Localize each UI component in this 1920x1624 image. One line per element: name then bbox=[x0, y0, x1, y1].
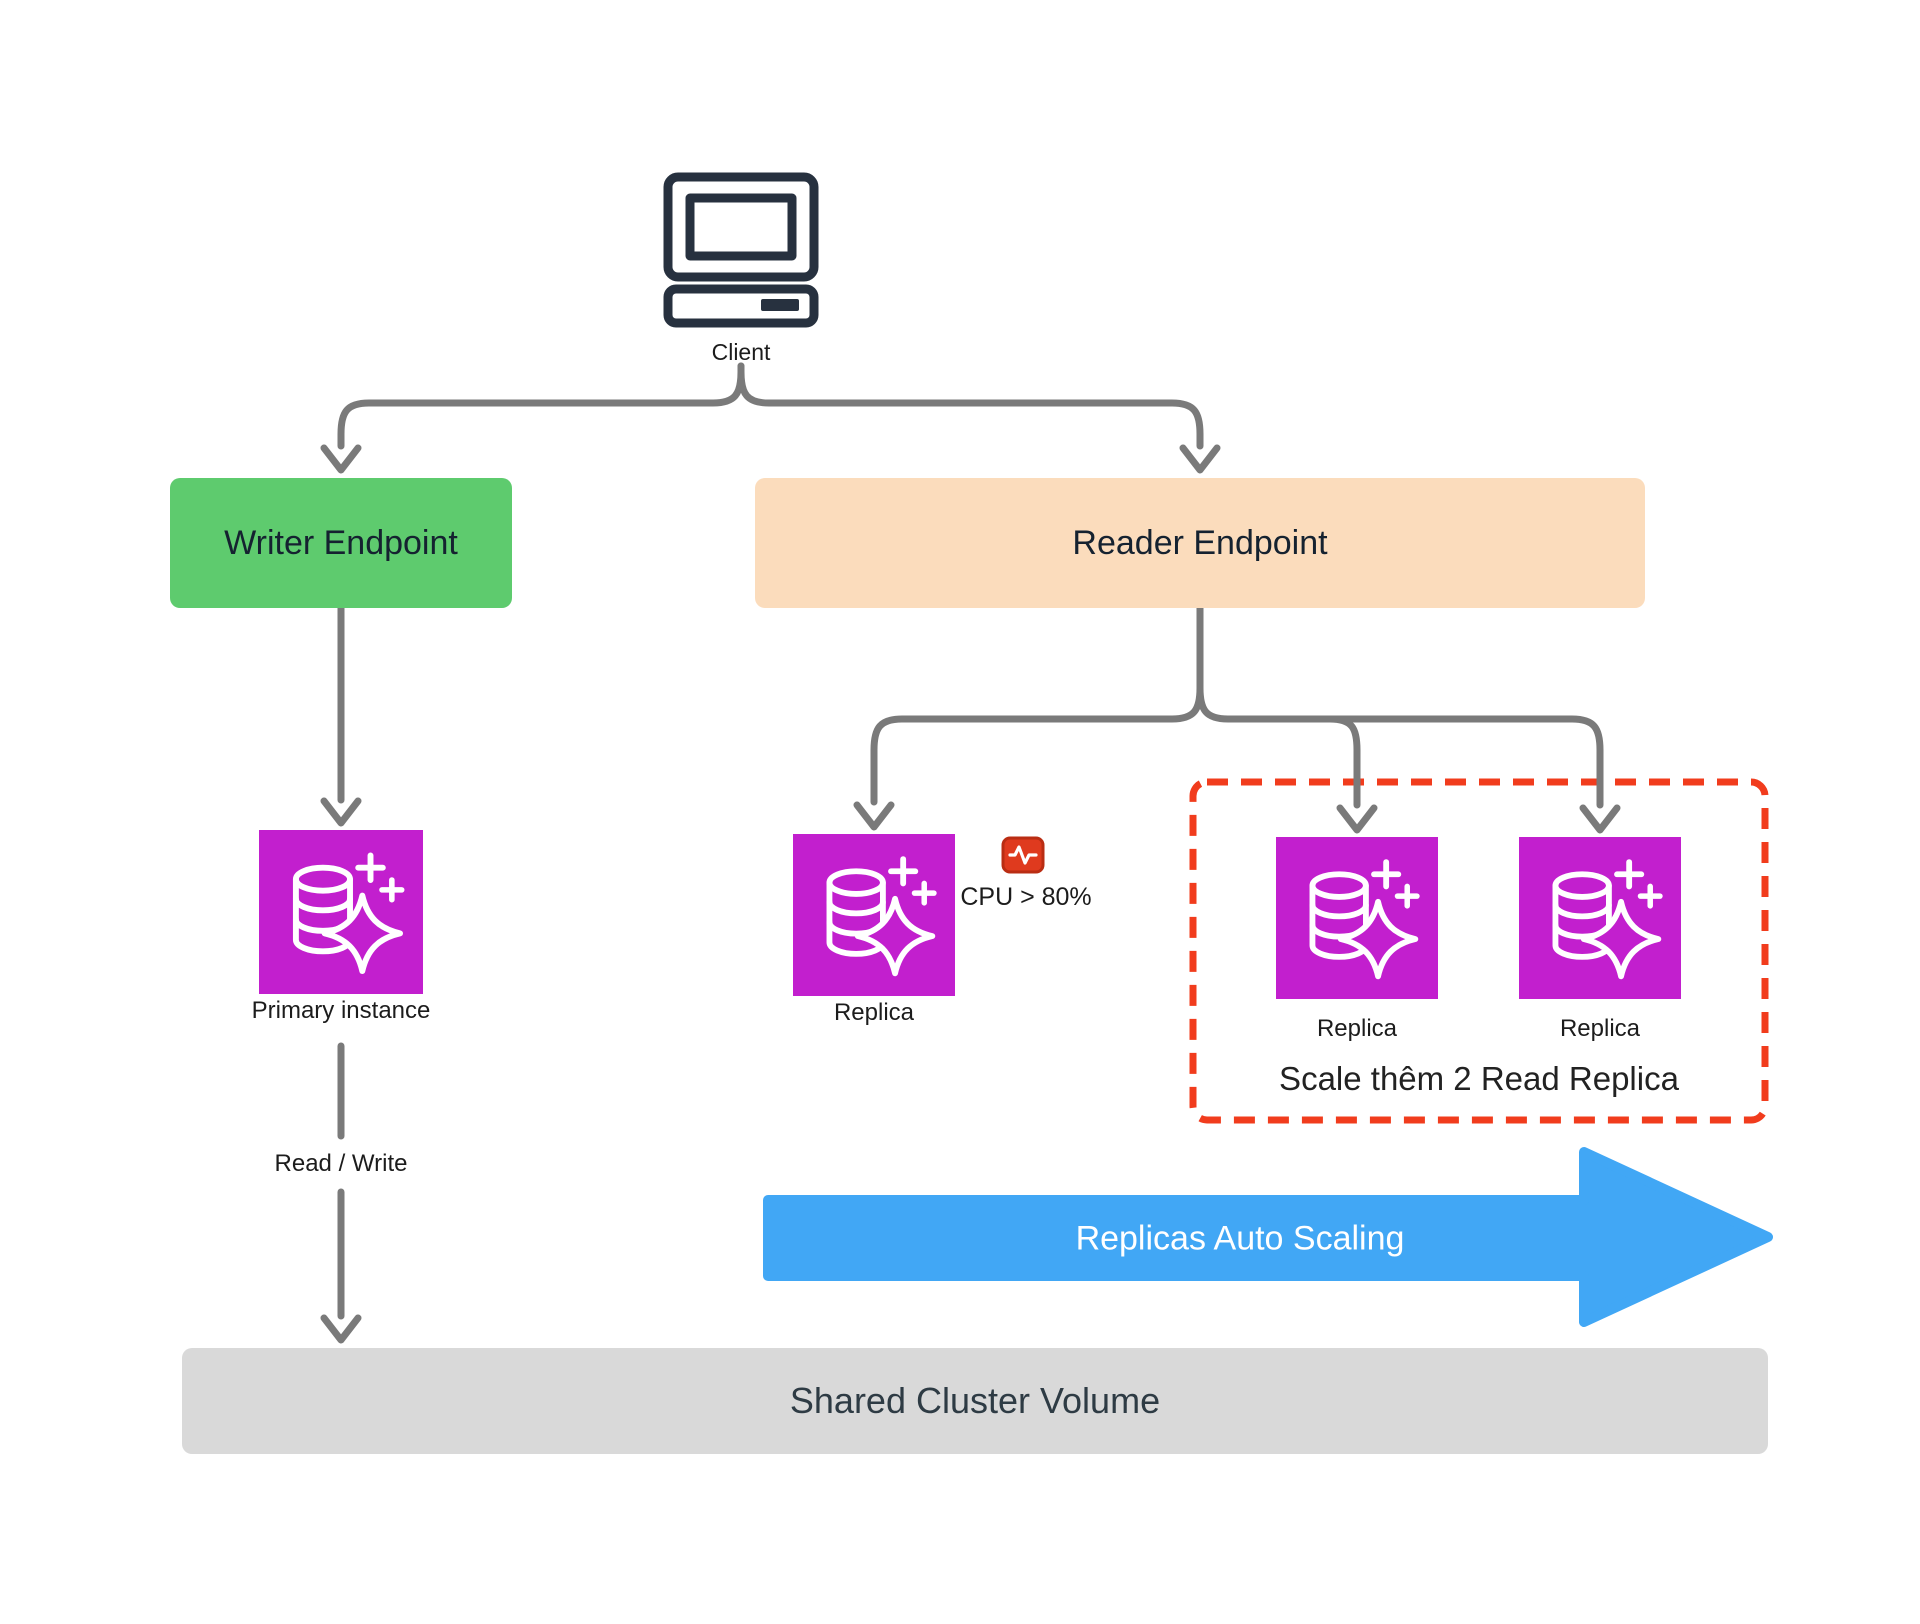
arrowhead-into-primary bbox=[320, 797, 362, 827]
reader-endpoint-label: Reader Endpoint bbox=[1072, 523, 1328, 562]
primary-instance-label: Primary instance bbox=[251, 997, 431, 1024]
arrowhead-into-volume bbox=[320, 1314, 362, 1344]
client-to-reader-connector bbox=[737, 362, 1204, 450]
primary-instance-icon bbox=[259, 830, 423, 994]
client-to-writer-connector bbox=[337, 362, 745, 450]
aurora-db-glyph bbox=[1276, 837, 1438, 999]
reader-to-replica1-connector bbox=[870, 604, 1204, 806]
arrowhead-into-replica1 bbox=[853, 801, 895, 831]
client-computer-icon bbox=[663, 172, 819, 328]
replica-label: Replica bbox=[833, 999, 915, 1026]
reader-to-replica2-connector bbox=[1326, 715, 1361, 809]
client-label: Client bbox=[711, 339, 771, 365]
replica-icon bbox=[793, 834, 955, 996]
scaled-replica-label-1: Replica bbox=[1316, 1015, 1398, 1042]
scaled-replica-icon-1 bbox=[1276, 837, 1438, 999]
reader-endpoint-box: Reader Endpoint bbox=[755, 478, 1645, 608]
cpu-threshold-label: CPU > 80% bbox=[960, 883, 1092, 911]
aurora-db-glyph bbox=[793, 834, 955, 996]
scale-group-dashed-box bbox=[1189, 778, 1769, 1124]
writer-endpoint-box: Writer Endpoint bbox=[170, 478, 512, 608]
arrowhead-into-writer bbox=[320, 444, 362, 474]
scale-group-caption: Scale thêm 2 Read Replica bbox=[1279, 1060, 1679, 1097]
arrowhead-into-replica3 bbox=[1579, 804, 1621, 834]
arrowhead-into-reader bbox=[1179, 444, 1221, 474]
scaled-replica-icon-2 bbox=[1519, 837, 1681, 999]
arrowhead-into-replica2 bbox=[1336, 804, 1378, 834]
aurora-db-glyph bbox=[1519, 837, 1681, 999]
read-write-label: Read / Write bbox=[274, 1150, 408, 1177]
scaled-replica-label-2: Replica bbox=[1559, 1015, 1641, 1042]
reader-to-replica3-connector bbox=[1196, 604, 1604, 809]
writer-endpoint-label: Writer Endpoint bbox=[224, 523, 458, 562]
cpu-alarm-icon bbox=[1001, 836, 1045, 874]
shared-cluster-volume-label: Shared Cluster Volume bbox=[789, 1380, 1161, 1421]
autoscaling-arrow-label: Replicas Auto Scaling bbox=[1075, 1219, 1405, 1258]
aurora-db-glyph bbox=[259, 830, 423, 994]
shared-cluster-volume-bar: Shared Cluster Volume bbox=[182, 1348, 1768, 1454]
autoscaling-arrow bbox=[763, 1147, 1773, 1327]
